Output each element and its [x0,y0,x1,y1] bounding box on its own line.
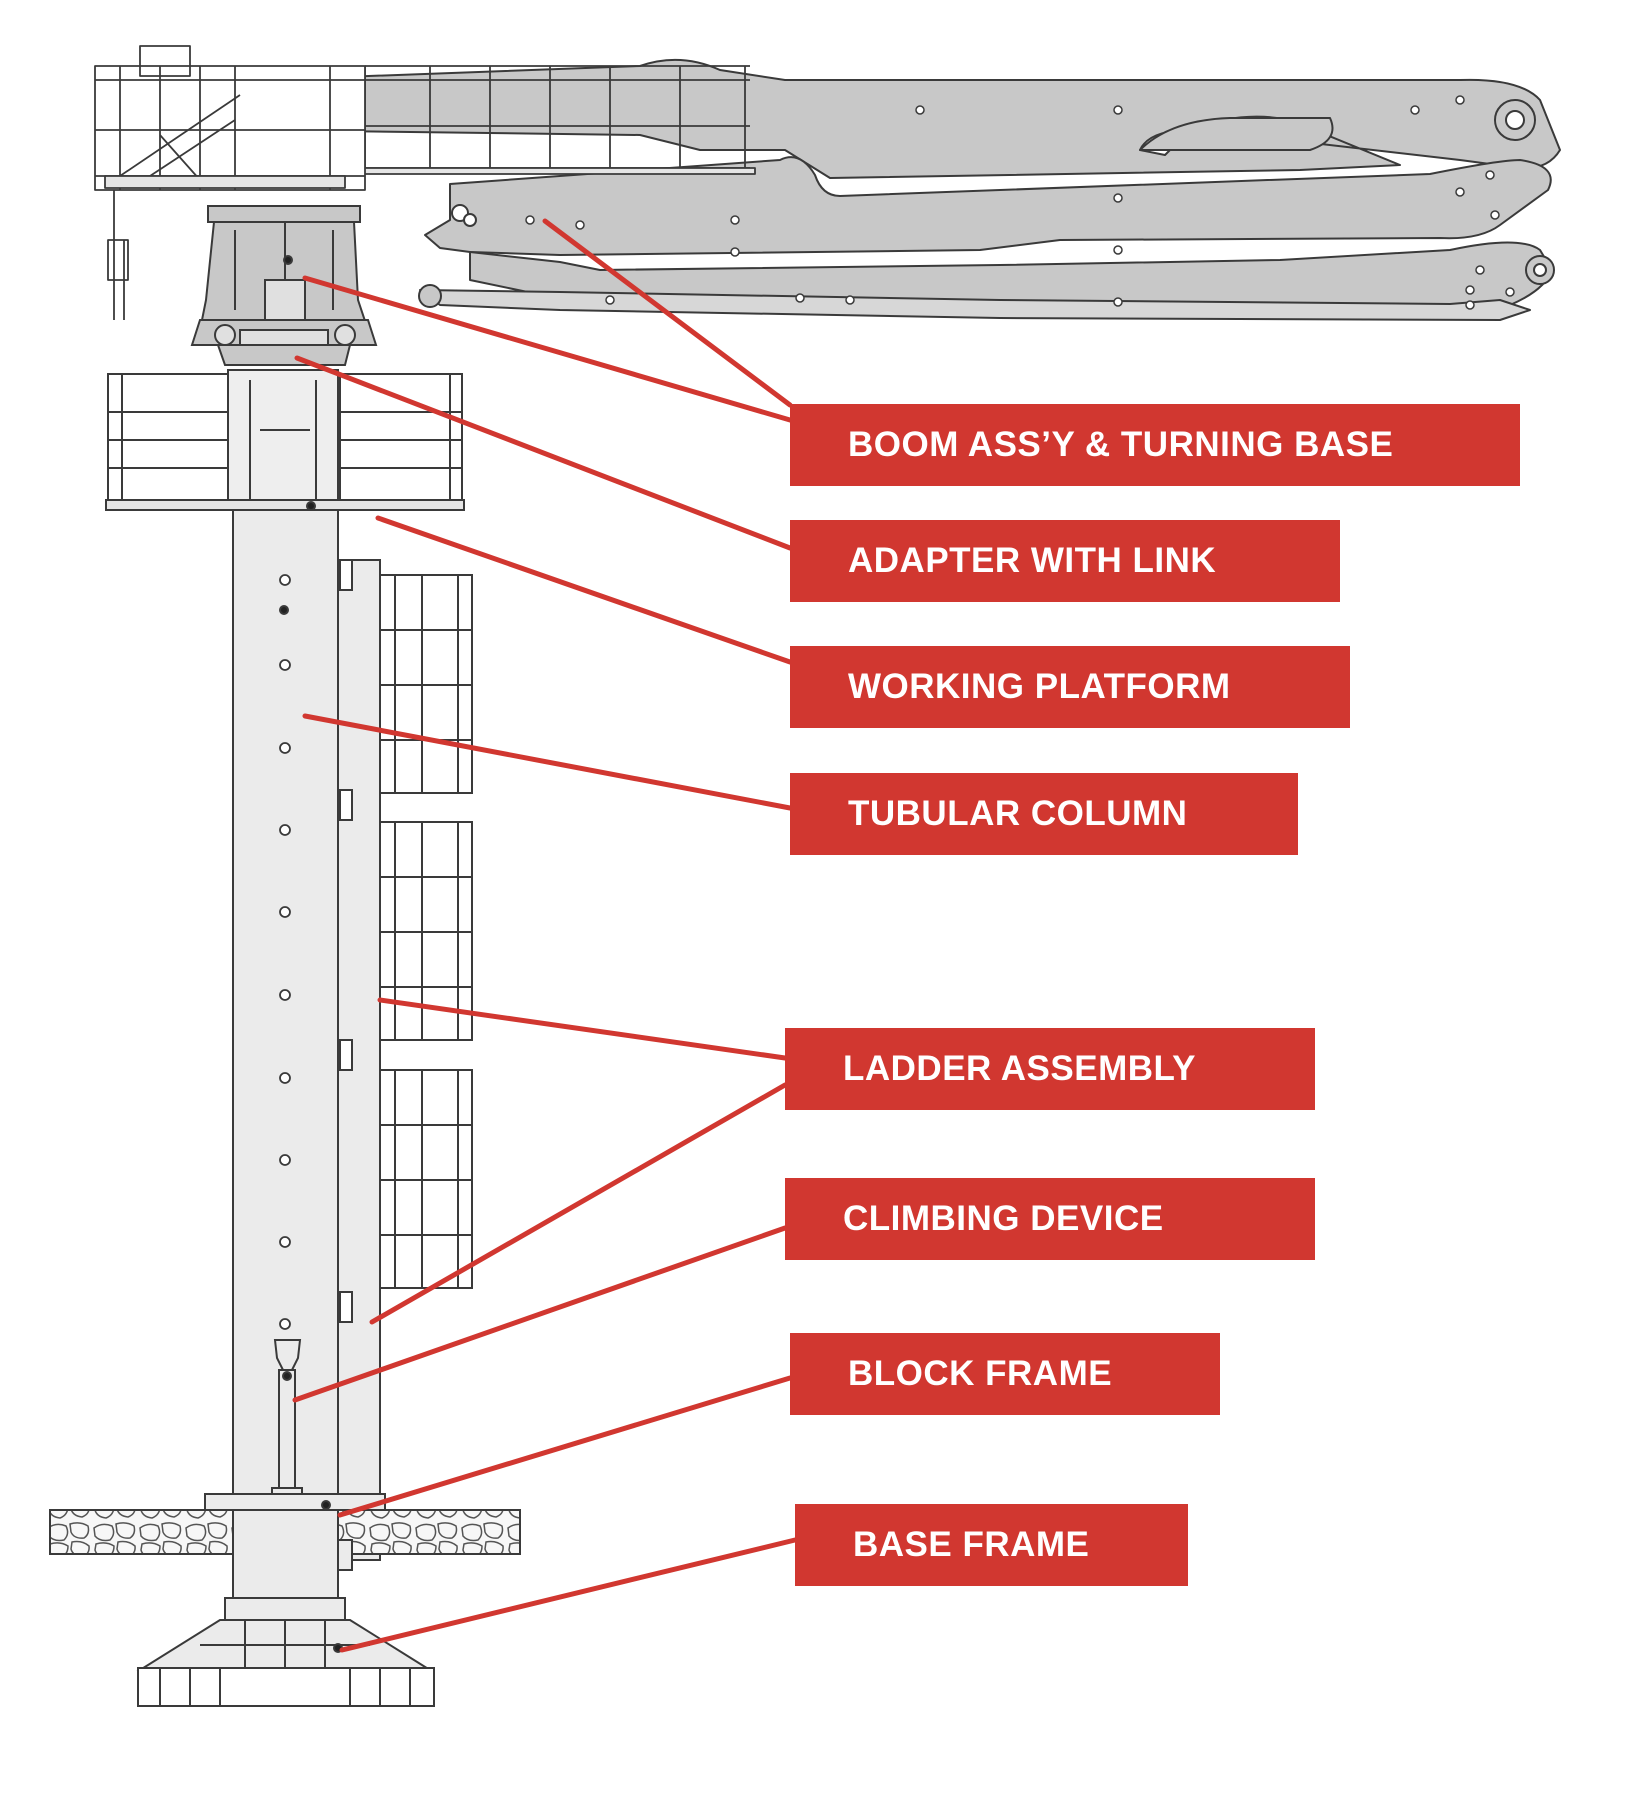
label-boom-turning-base: BOOM ASS’Y & TURNING BASE [790,404,1520,486]
label-block-frame: BLOCK FRAME [790,1333,1220,1415]
leader-ladder-2 [369,1082,788,1325]
label-tubular-column: TUBULAR COLUMN [790,773,1298,855]
leader-climbing-device [292,1225,788,1403]
working-platform [105,369,465,511]
label-adapter-with-link: ADAPTER WITH LINK [790,520,1340,602]
label-base-frame: BASE FRAME [795,1504,1188,1586]
tubular-column [232,501,381,1601]
leader-boom [542,218,793,408]
label-climbing-device: CLIMBING DEVICE [785,1178,1315,1260]
leader-turning-base [302,275,793,423]
turning-base-and-adapter [190,205,378,366]
ladder-section-1 [339,559,473,821]
leader-ladder-1 [377,997,788,1061]
leader-working-platform [375,515,793,665]
leader-tubular-column [302,713,793,811]
ladder-section-3 [339,1069,473,1323]
label-ladder-assembly: LADDER ASSEMBLY [785,1028,1315,1110]
boom-section-2 [424,156,1552,256]
leader-lines [292,218,798,1653]
boom-assembly [94,45,1561,321]
leader-block-frame [337,1375,793,1518]
leader-base-frame [339,1537,798,1653]
leader-adapter [294,355,793,551]
ladder-assembly [339,559,473,1323]
base-frame [136,1597,435,1707]
boom-section-1 [261,58,1561,179]
label-working-platform: WORKING PLATFORM [790,646,1350,728]
ground-and-block-frame [49,1493,521,1601]
